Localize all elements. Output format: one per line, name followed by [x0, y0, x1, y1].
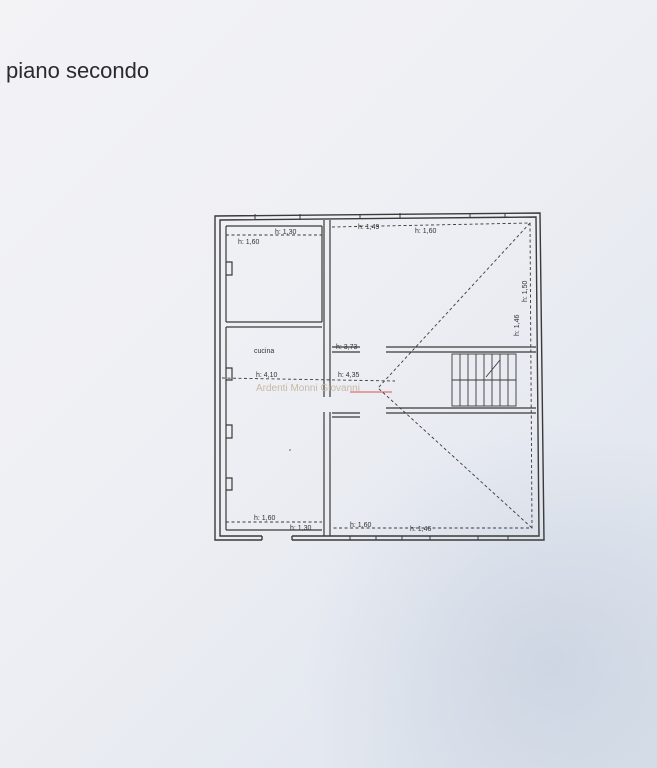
height-label: h: 1,30 — [290, 525, 312, 532]
height-label: h: 1,60 — [350, 522, 372, 529]
height-label: h: 3,73 — [336, 344, 358, 351]
height-label: h: 1,60 — [415, 228, 437, 235]
height-label: h: 1,46 — [410, 526, 432, 533]
plan-mark — [289, 449, 291, 451]
room-label-kitchen: cucina — [254, 348, 274, 355]
paper-shadow — [300, 420, 657, 768]
watermark-text: Ardenti Monni Giovanni — [256, 383, 360, 394]
height-label: h: 4,10 — [256, 372, 278, 379]
staircase — [451, 353, 517, 407]
height-label: h: 1,46 — [514, 314, 521, 336]
height-label: h: 1,50 — [522, 280, 529, 302]
height-label: h: 1,49 — [358, 224, 380, 231]
watermark: Ardenti Monni Giovanni — [256, 383, 392, 394]
height-label: h: 4,35 — [338, 372, 360, 379]
page-title: piano secondo — [6, 58, 150, 83]
outer-walls — [214, 212, 545, 541]
height-label: h: 1,30 — [275, 229, 297, 236]
wall-marks — [254, 213, 509, 540]
interior-walls — [225, 220, 536, 536]
height-label: h: 1,60 — [238, 239, 260, 246]
roof-lines — [221, 222, 533, 529]
height-label: h: 1,60 — [254, 515, 276, 522]
